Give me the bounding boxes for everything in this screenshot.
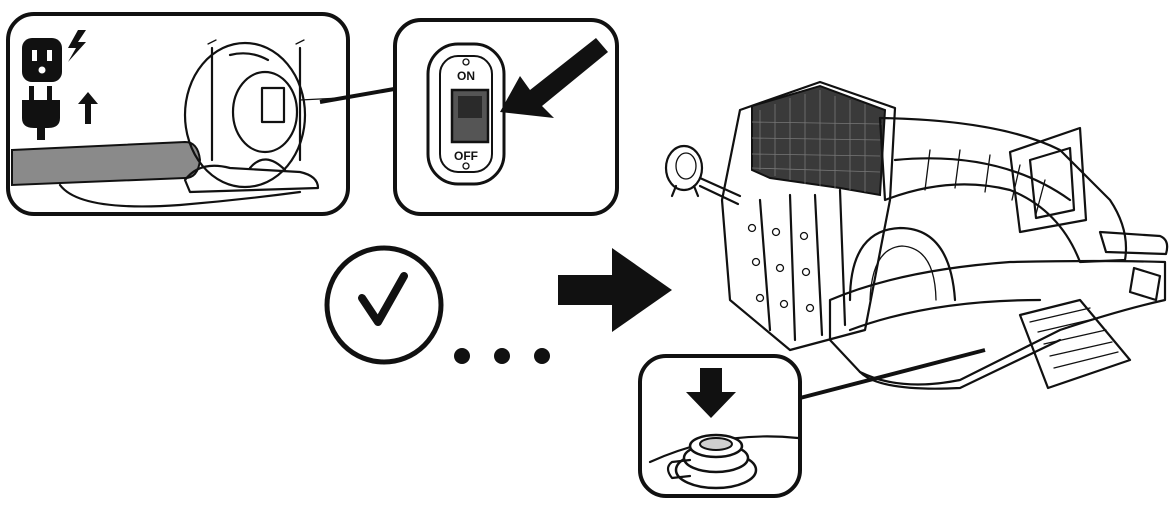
switch-off-label: OFF [454, 149, 478, 163]
drain-valve [666, 433, 758, 490]
switch-on-label: ON [457, 69, 475, 83]
right-arrow-icon [558, 248, 672, 332]
pointer-arrow-icon [500, 38, 608, 118]
plug-up-icon [22, 86, 98, 140]
wait-dots [454, 348, 550, 364]
blower-panel [6, 12, 350, 216]
down-arrow-icon [686, 368, 736, 418]
outlet-power-icon [22, 30, 86, 82]
power-switch: ON OFF [426, 42, 506, 186]
inflatable-slide [664, 80, 1169, 390]
climbing-holds [747, 223, 815, 313]
valve-panel [638, 354, 802, 498]
timer-check-icon [324, 245, 444, 365]
switch-panel: ON OFF [393, 18, 619, 216]
